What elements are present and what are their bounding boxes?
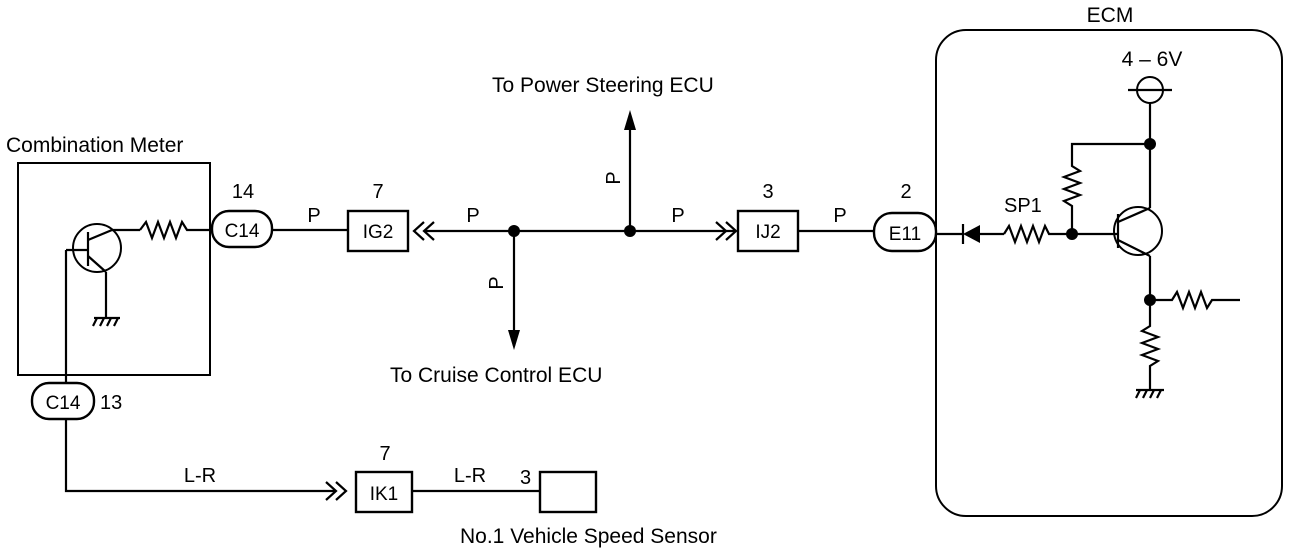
- ecm-voltage-label: 4 – 6V: [1122, 48, 1183, 71]
- wire-color-to-ij2: P: [671, 205, 684, 227]
- ecm-output-resistor-symbol: [1150, 288, 1240, 312]
- connector-ij2-id: IJ2: [755, 222, 780, 243]
- connector-e11: E11 2: [872, 181, 938, 253]
- ecm: ECM SP1 4: [935, 4, 1283, 517]
- to-power-steering-label: To Power Steering ECU: [492, 74, 714, 97]
- connector-ik1-id: IK1: [370, 484, 399, 505]
- meter-transistor-symbol: [64, 223, 140, 383]
- connector-ij2: IJ2 3: [736, 181, 800, 253]
- connector-ik1: IK1 7: [354, 443, 414, 514]
- combination-meter-box: [17, 162, 211, 376]
- connector-c14-pin: 13: [100, 392, 122, 414]
- speed-sensor-box: [538, 470, 598, 514]
- connector-c14-pin13: C14 13: [30, 381, 122, 421]
- connector-ig2-id: IG2: [363, 222, 394, 243]
- connector-c14-pin14: C14 14: [210, 181, 274, 249]
- connector-ig2-pin: 7: [372, 181, 383, 203]
- speed-sensor-label: No.1 Vehicle Speed Sensor: [460, 525, 717, 548]
- connector-ig2: IG2 7: [346, 181, 410, 253]
- to-cruise-control-label: To Cruise Control ECU: [390, 364, 602, 387]
- wire-color-ig2-junction: P: [466, 205, 479, 227]
- ecm-label: ECM: [1087, 4, 1134, 27]
- connector-c14-pin: 14: [232, 181, 254, 203]
- wire-color-lower-left: L-R: [184, 465, 216, 487]
- ecm-box: [935, 29, 1283, 517]
- connector-c14-id: C14: [225, 221, 260, 242]
- ik1-chevron-icon: [325, 481, 348, 501]
- wire-color-ij2-e11: P: [833, 205, 846, 227]
- connector-c14-id: C14: [46, 393, 81, 414]
- speed-sensor-pin: 3: [520, 467, 531, 489]
- connector-e11-id: E11: [889, 224, 921, 245]
- meter-ground-symbol: [92, 316, 120, 327]
- ecm-ground-resistor-symbol: [1138, 300, 1162, 390]
- wire-color-c14-ig2: P: [307, 205, 320, 227]
- combination-meter: Combination Meter: [6, 134, 212, 383]
- connector-e11-pin: 2: [900, 181, 911, 203]
- wire-color-branch-up: P: [603, 171, 625, 184]
- connector-ij2-pin: 3: [762, 181, 773, 203]
- ecm-transistor-symbol: [1113, 144, 1163, 300]
- arrow-down-icon: [508, 330, 520, 350]
- connector-ik1-pin: 7: [379, 443, 390, 465]
- wire-color-ik1-sensor: L-R: [454, 465, 486, 487]
- combination-meter-label: Combination Meter: [6, 134, 183, 157]
- ecm-diode-symbol: [936, 224, 1004, 244]
- ij2-chevron-icon: [715, 221, 738, 241]
- meter-resistor-symbol: [139, 218, 212, 242]
- ecm-pullup-resistor-symbol: [1060, 142, 1150, 234]
- vehicle-speed-sensor: 3 No.1 Vehicle Speed Sensor: [460, 467, 717, 548]
- arrow-up-icon: [624, 110, 636, 130]
- ecm-sp1-label: SP1: [1004, 195, 1042, 217]
- ecm-voltage-source-symbol: [1128, 76, 1172, 144]
- ecm-ground-symbol: [1135, 388, 1164, 399]
- wire-color-branch-down: P: [486, 276, 508, 289]
- ecm-sp1-resistor-symbol: [1003, 222, 1072, 246]
